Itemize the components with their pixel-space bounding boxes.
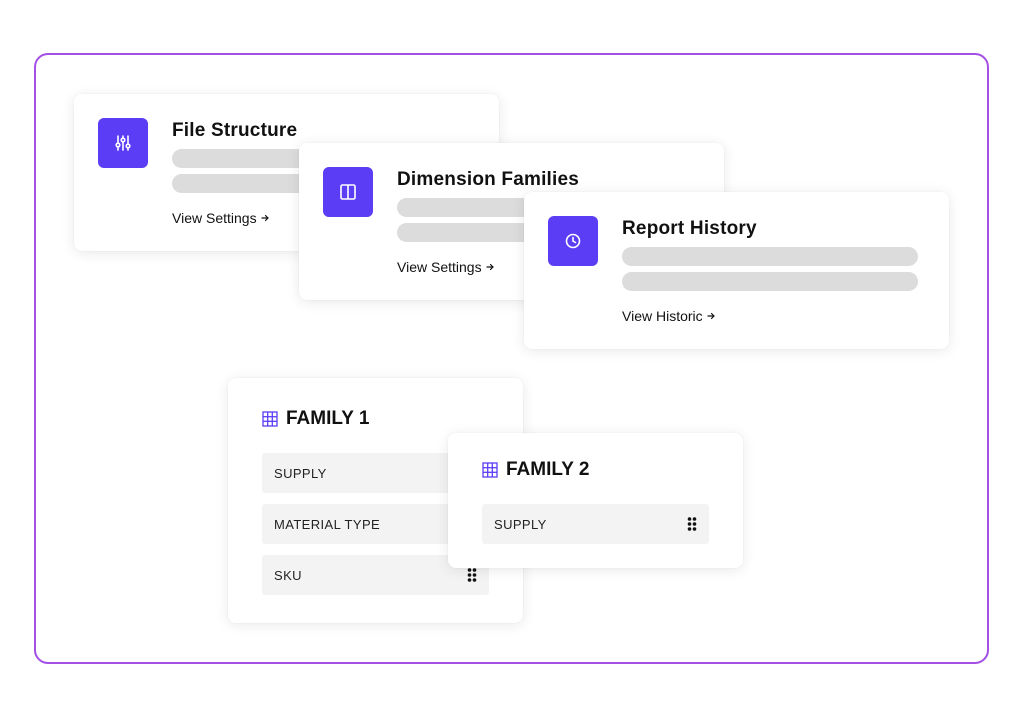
grid-icon (482, 462, 498, 478)
family-title: FAMILY 1 (262, 408, 369, 430)
link-label: View Historic (622, 308, 703, 324)
skeleton-line (622, 272, 918, 291)
link-label: View Settings (172, 210, 257, 226)
row-label: SKU (274, 567, 302, 583)
card-title: Dimension Families (397, 169, 580, 190)
sliders-icon (98, 118, 148, 168)
arrow-right-icon (260, 214, 269, 222)
arrow-right-icon (485, 263, 494, 271)
link-label: View Settings (397, 259, 482, 275)
view-settings-link[interactable]: View Settings (172, 210, 269, 226)
card-title: Report History (622, 218, 757, 239)
columns-icon (323, 167, 373, 217)
card-title: File Structure (172, 120, 298, 141)
grid-icon (262, 411, 278, 427)
row-label: SUPPLY (494, 516, 547, 532)
family-2-card: FAMILY 2 SUPPLY (448, 433, 743, 568)
view-historic-link[interactable]: View Historic (622, 308, 715, 324)
drag-handle-icon[interactable] (687, 516, 697, 532)
family-1-card: FAMILY 1 SUPPLY MATERIAL TYPE SKU (228, 378, 523, 623)
family-title-label: FAMILY 2 (506, 459, 590, 480)
clock-icon (548, 216, 598, 266)
skeleton-line (622, 247, 918, 266)
row-label: MATERIAL TYPE (274, 516, 381, 532)
drag-handle-icon[interactable] (467, 567, 477, 583)
family-title: FAMILY 2 (482, 459, 589, 481)
arrow-right-icon (707, 312, 715, 320)
report-history-card: Report History View Historic (524, 192, 949, 349)
view-settings-link[interactable]: View Settings (397, 259, 494, 275)
family-row[interactable]: SUPPLY (482, 504, 709, 544)
row-label: SUPPLY (274, 465, 327, 481)
family-title-label: FAMILY 1 (286, 408, 370, 429)
file-structure-card: File Structure View Settings (74, 94, 499, 251)
